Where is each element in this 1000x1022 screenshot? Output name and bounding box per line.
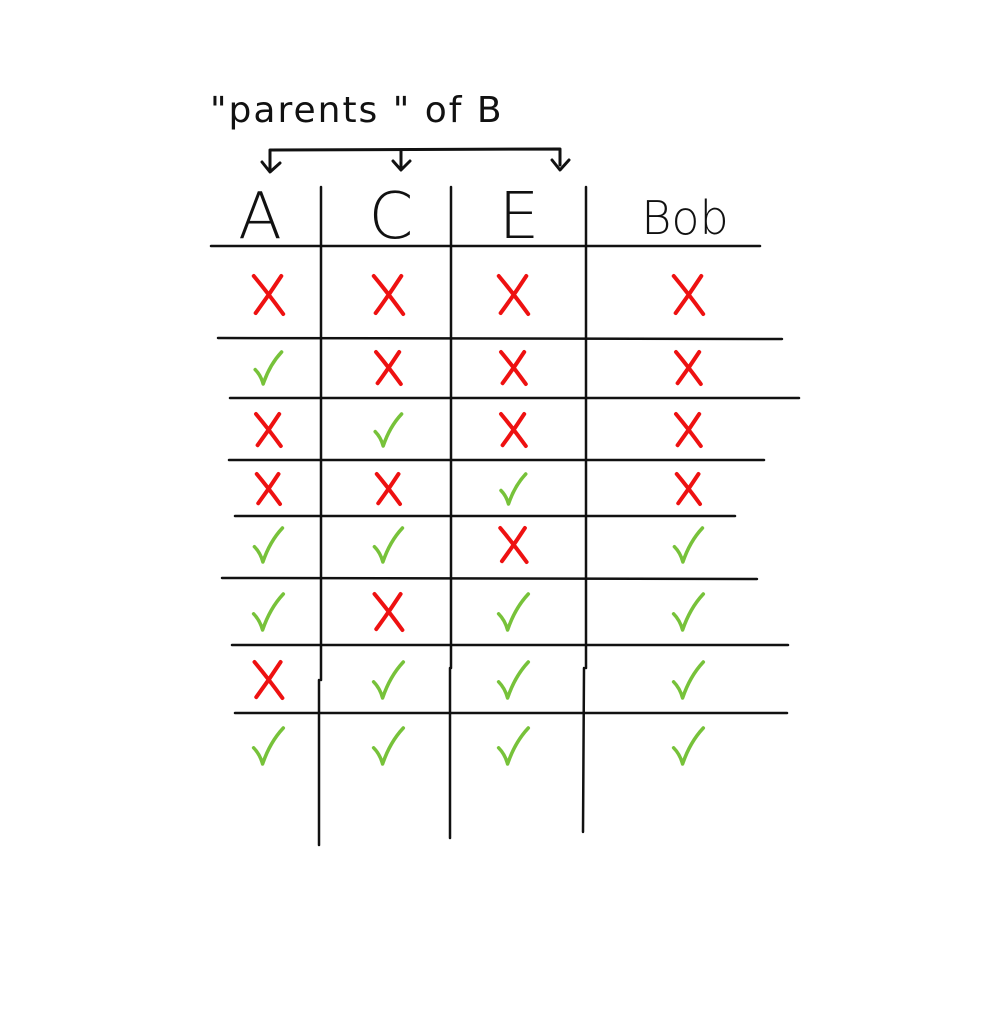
cell-7-a-cross-mark-icon bbox=[252, 660, 285, 700]
cell-1-a-cross-mark-icon bbox=[251, 274, 286, 316]
column-header-e: E bbox=[499, 180, 539, 254]
cell-1-c-cross-mark-icon bbox=[371, 274, 406, 316]
cell-3-a-cross-mark-icon bbox=[254, 412, 283, 448]
cell-2-bob-cross-mark-icon bbox=[674, 350, 703, 386]
column-divider-3-lower bbox=[581, 666, 586, 834]
cell-5-a-check-mark-icon bbox=[252, 526, 285, 564]
cell-3-c-check-mark-icon bbox=[373, 412, 404, 448]
row-rule-5 bbox=[220, 576, 759, 581]
cell-3-bob-cross-mark-icon bbox=[674, 412, 703, 448]
cell-7-c-check-mark-icon bbox=[371, 660, 406, 700]
table-grid bbox=[209, 185, 801, 847]
cell-8-c-check-mark-icon bbox=[371, 726, 406, 766]
column-headers: A C E Bob bbox=[238, 180, 729, 254]
cell-4-e-check-mark-icon bbox=[499, 472, 528, 506]
cell-1-e-cross-mark-icon bbox=[496, 274, 531, 316]
arrow-to-c-icon bbox=[391, 148, 412, 172]
arrow-to-e-icon bbox=[550, 158, 571, 172]
cell-6-bob-check-mark-icon bbox=[671, 592, 706, 632]
cell-6-a-check-mark-icon bbox=[251, 592, 286, 632]
cell-3-e-cross-mark-icon bbox=[499, 412, 528, 448]
cell-5-bob-check-mark-icon bbox=[672, 526, 705, 564]
cell-6-e-check-mark-icon bbox=[496, 592, 531, 632]
cell-6-c-cross-mark-icon bbox=[372, 592, 405, 632]
arrow-to-a-icon bbox=[260, 160, 282, 174]
table-cells bbox=[251, 274, 706, 766]
column-header-bob: Bob bbox=[641, 191, 728, 245]
cell-4-a-cross-mark-icon bbox=[254, 472, 282, 506]
cell-8-a-check-mark-icon bbox=[251, 726, 286, 766]
column-header-c: C bbox=[369, 180, 414, 254]
row-rule-1 bbox=[216, 336, 784, 341]
column-header-a: A bbox=[238, 180, 282, 254]
cell-2-c-cross-mark-icon bbox=[374, 350, 403, 386]
cell-7-e-check-mark-icon bbox=[496, 660, 531, 700]
cell-4-c-cross-mark-icon bbox=[374, 472, 402, 506]
cell-5-e-cross-mark-icon bbox=[498, 526, 529, 564]
caption-parents-of-b: "parents " of B bbox=[210, 90, 504, 131]
cell-8-bob-check-mark-icon bbox=[671, 726, 706, 766]
cell-4-bob-cross-mark-icon bbox=[674, 472, 702, 506]
cell-1-bob-cross-mark-icon bbox=[671, 274, 706, 316]
cell-2-a-check-mark-icon bbox=[253, 350, 284, 386]
parent-bracket bbox=[260, 147, 571, 174]
cell-7-bob-check-mark-icon bbox=[671, 660, 706, 700]
cell-5-c-check-mark-icon bbox=[372, 526, 405, 564]
bracket-line bbox=[268, 147, 562, 172]
cell-2-e-cross-mark-icon bbox=[499, 350, 528, 386]
cell-8-e-check-mark-icon bbox=[496, 726, 531, 766]
